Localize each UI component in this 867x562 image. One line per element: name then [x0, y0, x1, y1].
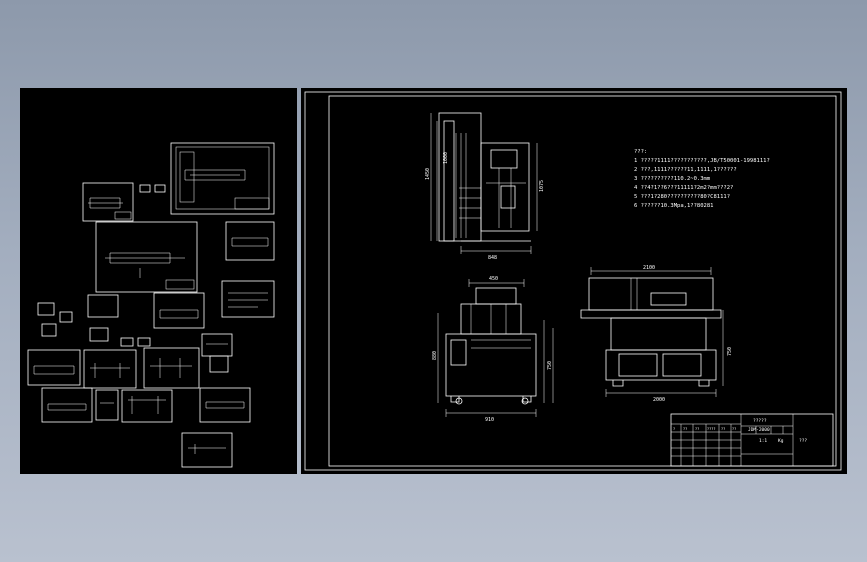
- tb-cell-4: ????: [707, 427, 715, 431]
- main-drawing-panel: 1450 1000 1075 848 450 880 750 910 2100 …: [301, 88, 847, 474]
- top-view: [580, 267, 724, 397]
- side-view: [437, 279, 554, 417]
- note-item-2: 2 ???,1111??????11,1111,1??????: [634, 167, 737, 173]
- sheet-thumb-10: [41, 323, 57, 337]
- tb-company: ???: [799, 438, 807, 444]
- note-item-1: 1 ?????1111???????????,JB/T50001-1998111…: [634, 158, 770, 164]
- thumbnail-sheets-panel: [20, 88, 297, 474]
- sheet-thumb-3: [95, 221, 198, 293]
- tb-cell-1: ?: [673, 427, 675, 431]
- tb-weight-unit: Kg: [778, 438, 784, 444]
- dim-top-bottom-width: 2000: [653, 397, 665, 403]
- technical-notes: ???: 1 ?????1111???????????,JB/T50001-19…: [634, 149, 770, 209]
- tb-cell-3: ??: [695, 427, 699, 431]
- sheet-thumb-12: [120, 337, 134, 347]
- tb-scale: 1:1: [759, 438, 767, 444]
- sheet-thumb-21: [121, 389, 173, 423]
- note-item-3: 3 ??????????110.2~0.3mm: [634, 176, 711, 182]
- front-view: [430, 112, 538, 254]
- main-drawing-canvas: 1450 1000 1075 848 450 880 750 910 2100 …: [304, 91, 842, 471]
- dim-side-height: 880: [432, 351, 438, 360]
- sheet-thumb-small-1: [139, 184, 151, 193]
- dim-side-top-width: 450: [489, 276, 498, 282]
- dim-side-height-inner: 750: [547, 361, 553, 370]
- sheet-thumb-8: [59, 311, 73, 323]
- sheet-thumb-6: [153, 292, 205, 329]
- dim-front-height: 1450: [425, 168, 431, 180]
- dim-front-height-inner: 1000: [443, 152, 449, 164]
- note-item-5: 5 ???1?280??????????80?C8111?: [634, 194, 730, 200]
- dim-top-width: 2100: [643, 265, 655, 271]
- sheet-thumb-16: [83, 349, 137, 389]
- sheet-thumb-15: [27, 349, 81, 386]
- title-block: ????? JDM-2000 ? ?? ?? ???? ?? ?? 1:1 Kg…: [670, 413, 834, 467]
- sheet-thumb-20: [95, 389, 119, 421]
- sheet-thumb-1: [170, 142, 275, 215]
- tb-cell-6: ??: [732, 427, 736, 431]
- title-block-name: ?????: [753, 418, 767, 424]
- sheet-thumb-5: [221, 280, 275, 318]
- inner-drawing-frame: [328, 95, 837, 467]
- dim-front-width: 848: [488, 255, 497, 261]
- sheet-thumb-7: [87, 294, 119, 318]
- dimension-labels: 1450 1000 1075 848 450 880 750 910 2100 …: [425, 152, 733, 423]
- note-item-6: 6 ??????10.3Mpa,1??80281: [634, 203, 713, 209]
- dim-top-depth: 750: [727, 347, 733, 356]
- sheet-thumb-11: [89, 327, 109, 342]
- sheet-thumb-14: [201, 333, 233, 357]
- sheet-thumb-18: [209, 355, 229, 373]
- sheet-thumb-13: [137, 337, 151, 347]
- sheet-thumb-23: [181, 432, 233, 468]
- dim-front-height-right: 1075: [539, 180, 545, 192]
- sheet-thumb-17: [143, 347, 200, 389]
- notes-title: ???:: [634, 149, 647, 155]
- sheet-thumb-9: [37, 302, 55, 316]
- thumbnail-sheets-canvas: [27, 142, 275, 468]
- title-block-drawing-no: JDM-2000: [748, 427, 770, 433]
- dim-side-bottom-width: 910: [485, 417, 494, 423]
- outer-sheet-border: [304, 91, 842, 471]
- tb-cell-5: ??: [721, 427, 725, 431]
- tb-cell-2: ??: [683, 427, 687, 431]
- sheet-thumb-19: [41, 387, 93, 423]
- sheet-thumb-22: [199, 387, 251, 423]
- sheet-thumb-2: [82, 182, 134, 222]
- note-item-4: 4 ??4?1??6???11111?2m2?mm???2?: [634, 185, 733, 191]
- sheet-thumb-small-2: [154, 184, 166, 193]
- sheet-thumb-4: [225, 221, 275, 261]
